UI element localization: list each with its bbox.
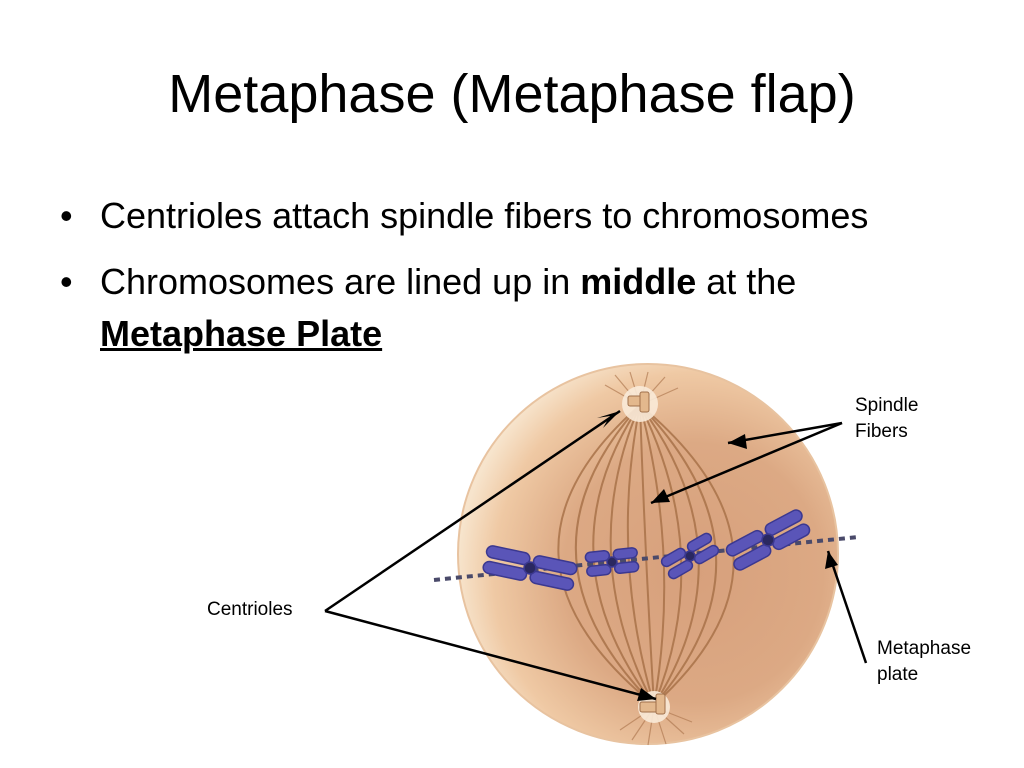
bullet-text-2-post: at the	[696, 261, 797, 302]
spindle-label-line1: Spindle	[855, 395, 919, 416]
chromosome-3	[660, 532, 720, 580]
bullet-text-2-bold: middle	[580, 261, 697, 302]
chromosome-2	[584, 547, 640, 577]
plate-label-line1: Metaphase	[877, 638, 972, 659]
bullet-dot-icon: •	[60, 195, 73, 236]
spindle-arrow-2	[650, 421, 843, 505]
slide-title: Metaphase (Metaphase flap)	[168, 64, 856, 124]
metaphase-plate-label: Metaphase plate	[877, 636, 971, 688]
bullet-text-1: Centrioles attach spindle fibers to chro…	[100, 195, 869, 236]
plate-arrow	[826, 550, 868, 664]
chromosome-1	[482, 545, 578, 591]
bullet-item-1: • Centrioles attach spindle fibers to ch…	[60, 190, 940, 242]
spindle-label-line2: Fibers	[855, 421, 908, 442]
bullet-item-2: • Chromosomes are lined up in middle at …	[60, 256, 940, 360]
arrowhead-icon	[825, 551, 838, 569]
arrowhead-icon	[651, 489, 670, 503]
centriole-arrow-bottom	[324, 609, 657, 701]
arrowhead-icon	[597, 411, 620, 428]
spindle-arrow-1	[727, 421, 843, 445]
chromosome-4	[725, 509, 811, 571]
centriole-arrow-top	[324, 409, 621, 613]
arrowhead-icon	[637, 688, 656, 701]
chromosomes	[482, 509, 811, 591]
annotation-arrows	[324, 409, 868, 701]
bullet-list: • Centrioles attach spindle fibers to ch…	[60, 190, 940, 374]
centrioles-label: Centrioles	[207, 599, 293, 620]
spindle-fibers-label: Spindle Fibers	[855, 393, 918, 445]
bullet-text-2-pre: Chromosomes are lined up in	[100, 261, 581, 302]
top-centriole	[622, 386, 658, 422]
plate-label-line2: plate	[877, 664, 919, 685]
bullet-text-2-underlined: Metaphase Plate	[100, 313, 383, 354]
arrowhead-icon	[728, 434, 747, 449]
bullet-dot-icon: •	[60, 261, 73, 302]
arrowheads	[597, 411, 838, 701]
